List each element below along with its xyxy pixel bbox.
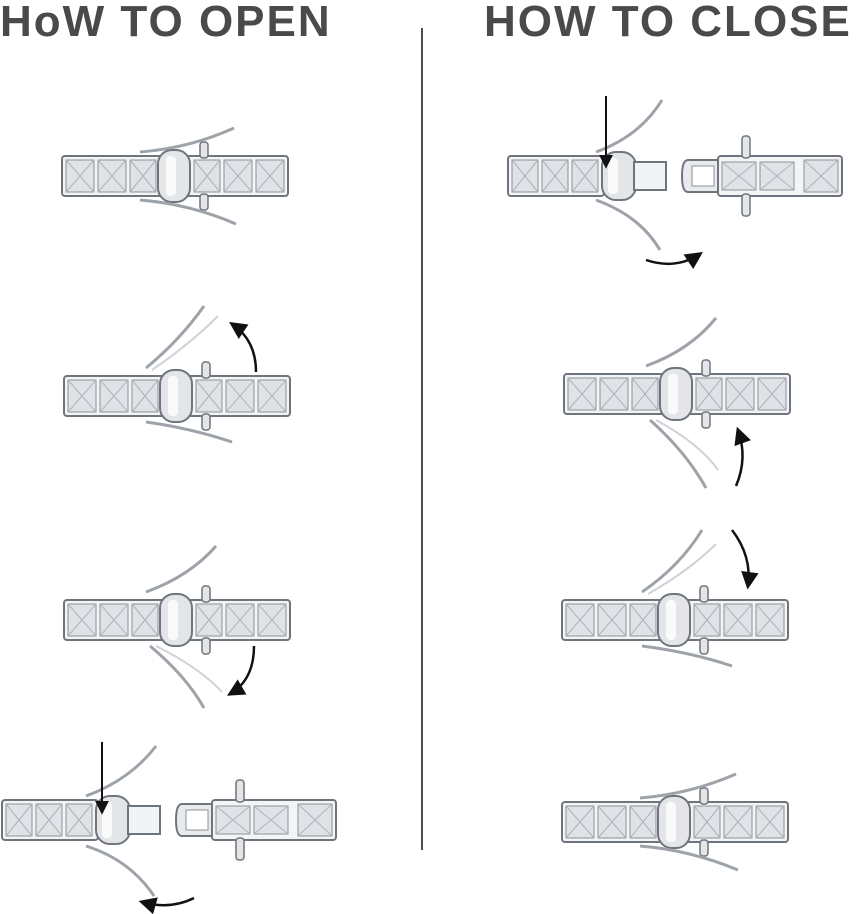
how-to-open-heading: HoW TO OPEN — [0, 0, 332, 46]
open-step-4-clasp — [1, 742, 337, 914]
how-to-close-heading: HOW TO CLOSE — [484, 0, 852, 46]
open-step-3-arrow — [226, 645, 256, 696]
close-step-2-clasp — [563, 317, 791, 489]
close-step-3-clasp — [561, 529, 789, 668]
open-step-1-clasp — [61, 126, 289, 226]
open-step-2-arrow — [229, 322, 258, 373]
open-step-4-swing-arrow — [138, 896, 195, 914]
column-divider — [421, 28, 423, 850]
close-step-1-swing-arrow — [645, 252, 703, 270]
open-step-3-clasp — [63, 545, 291, 709]
close-step-1-clasp — [507, 96, 843, 270]
close-step-3-arrow — [731, 529, 759, 590]
close-step-4-clasp — [561, 772, 789, 872]
open-step-2-clasp — [63, 305, 291, 444]
close-step-2-arrow — [734, 426, 751, 487]
